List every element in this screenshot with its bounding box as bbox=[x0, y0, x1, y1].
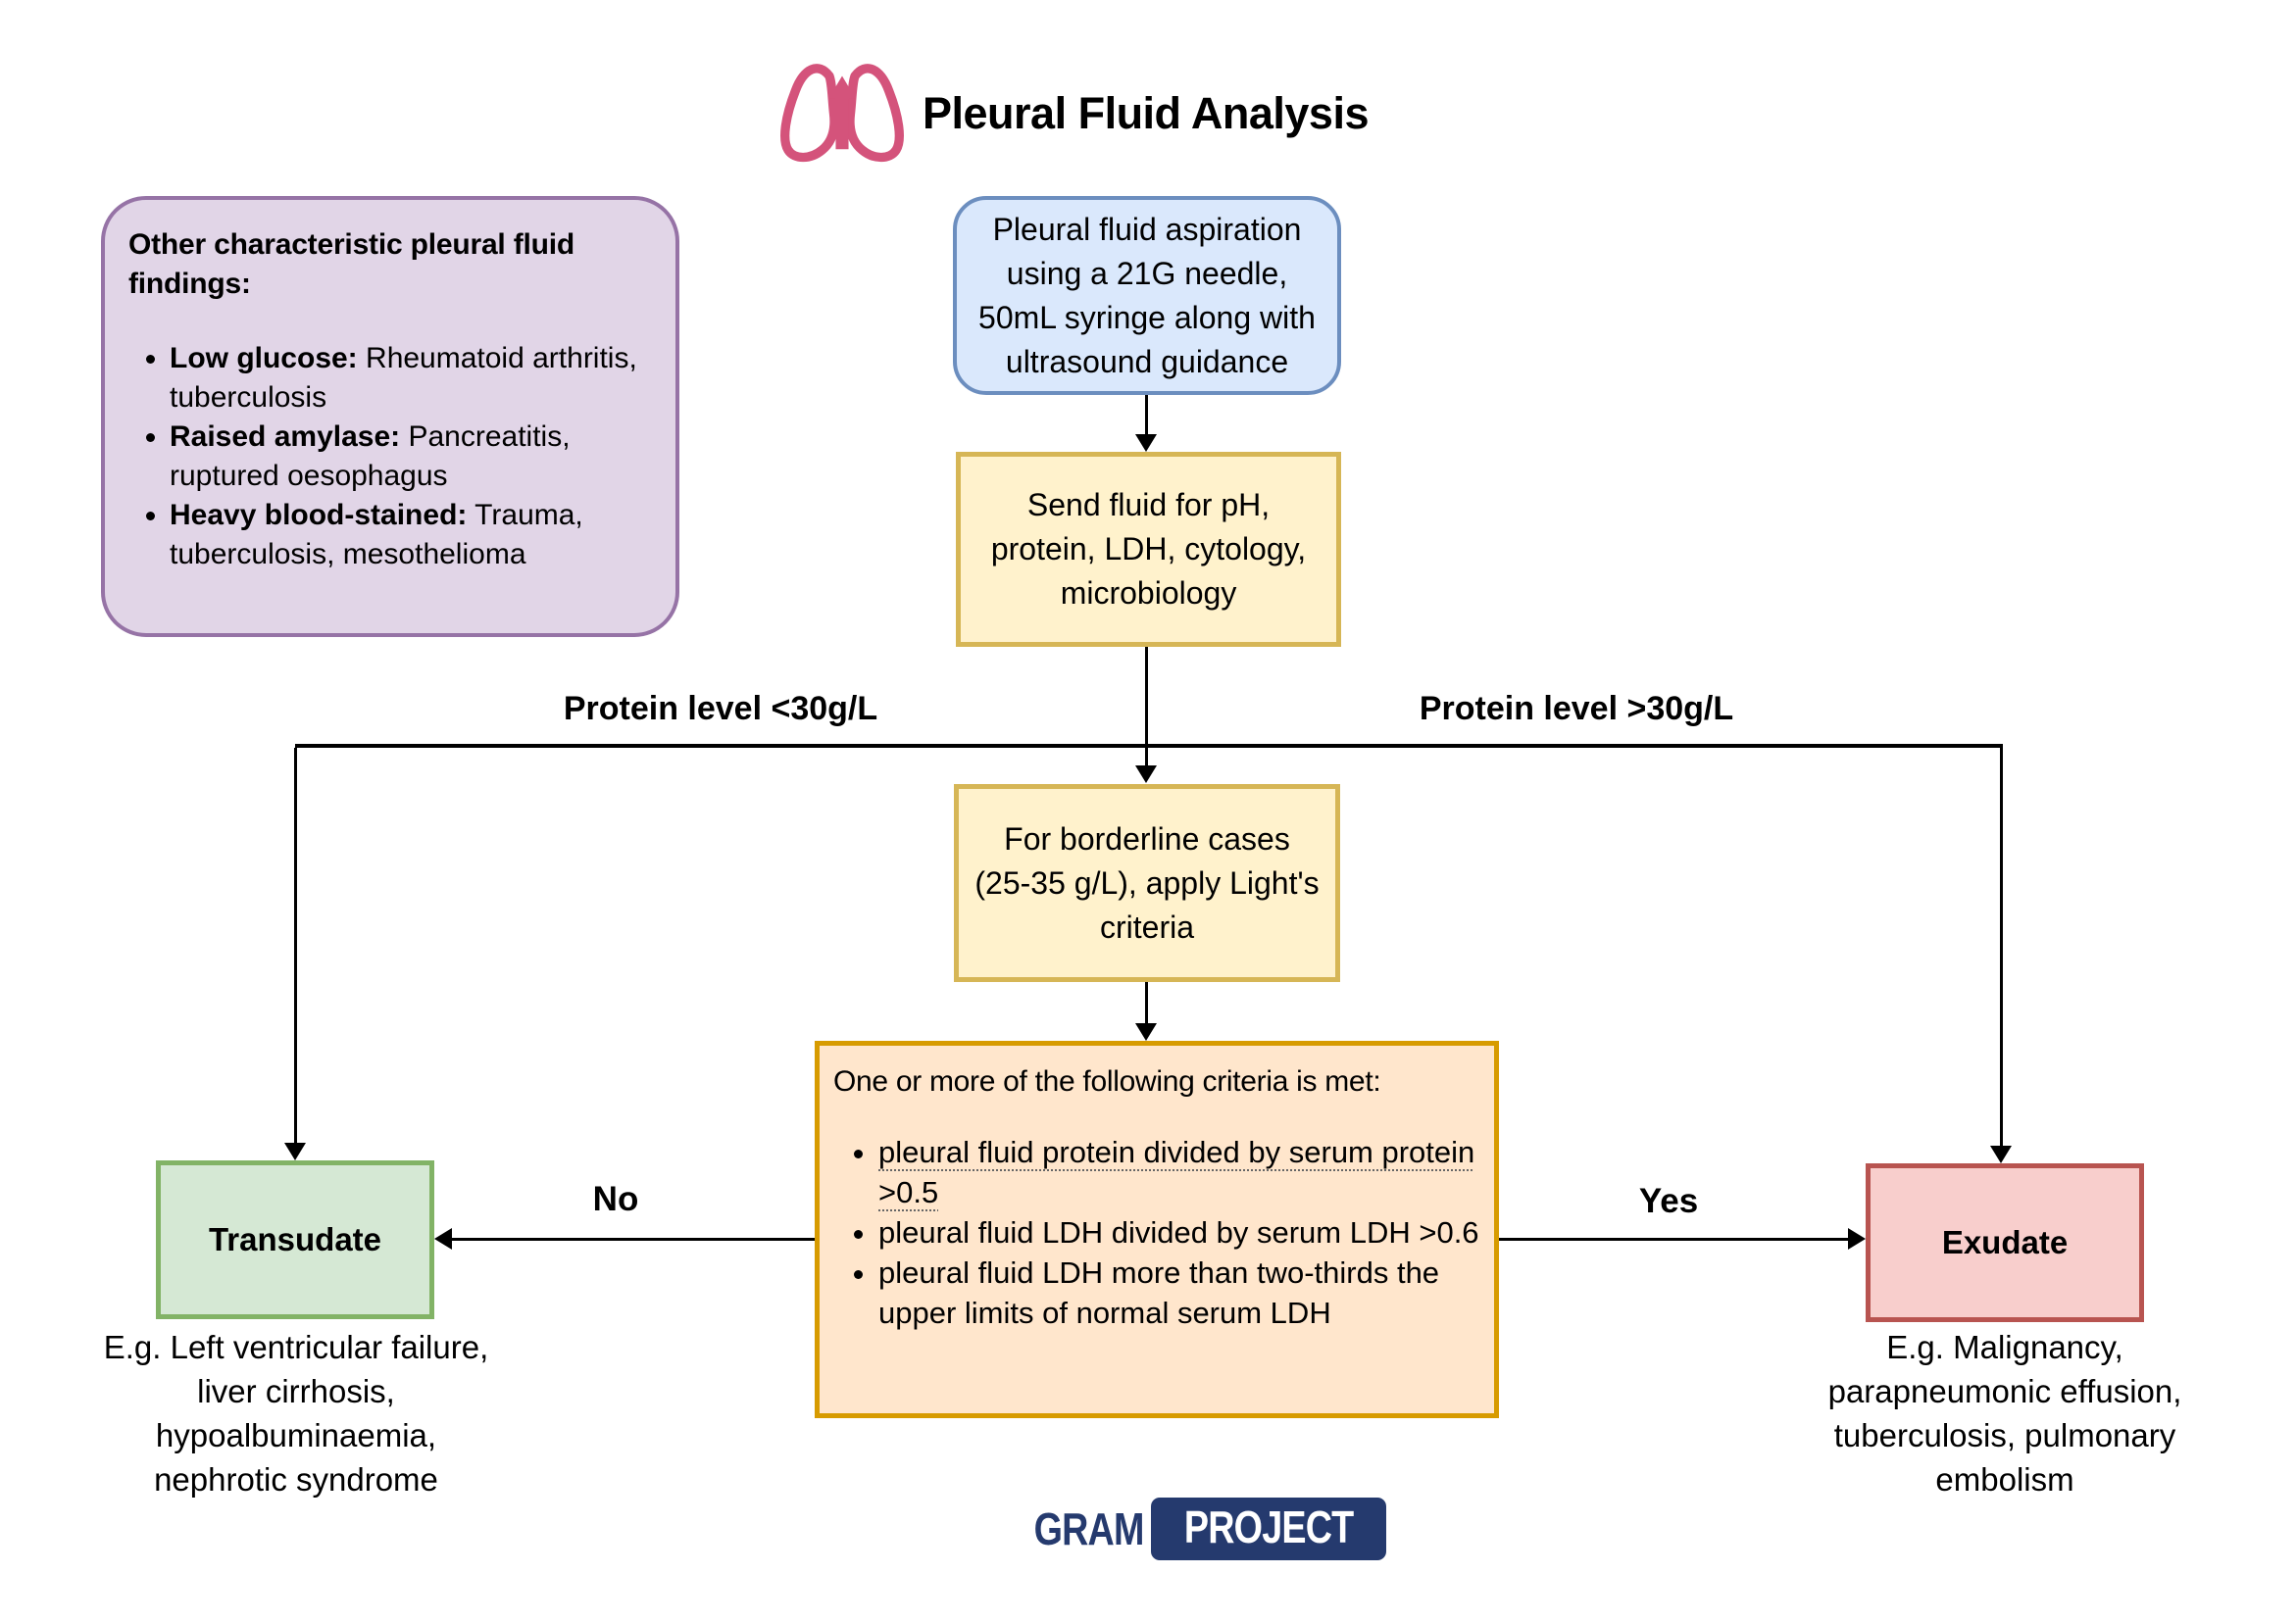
list-item: pleural fluid protein divided by serum p… bbox=[878, 1132, 1482, 1212]
list-item: pleural fluid LDH more than two-thirds t… bbox=[878, 1253, 1482, 1333]
connector-aspiration-to-sendfluid bbox=[1145, 395, 1148, 436]
arrowhead-down-icon bbox=[1135, 765, 1157, 783]
transudate-node: Transudate bbox=[156, 1160, 434, 1319]
lungs-icon bbox=[777, 56, 907, 171]
connector-branch-to-transudate bbox=[294, 748, 297, 1144]
no-label: No bbox=[592, 1180, 639, 1218]
brand-gram-text: GRAM bbox=[1033, 1503, 1145, 1554]
connector-borderline-to-criteria bbox=[1145, 982, 1148, 1024]
other-findings-heading: Other characteristic pleural fluid findi… bbox=[128, 228, 575, 300]
other-findings-box: Other characteristic pleural fluid findi… bbox=[101, 196, 679, 637]
arrowhead-down-icon bbox=[284, 1143, 306, 1160]
branch-label-protein-high: Protein level >30g/L bbox=[1419, 690, 1734, 727]
borderline-node: For borderline cases (25-35 g/L), apply … bbox=[954, 784, 1340, 982]
arrowhead-down-icon bbox=[1990, 1146, 2012, 1163]
exudate-node: Exudate bbox=[1866, 1163, 2144, 1322]
criteria-list: pleural fluid protein divided by serum p… bbox=[833, 1132, 1482, 1333]
connector-sendfluid-to-branch bbox=[1145, 647, 1148, 746]
arrowhead-down-icon bbox=[1135, 1023, 1157, 1041]
page-title: Pleural Fluid Analysis bbox=[923, 87, 1369, 138]
brand-project-text: PROJECT bbox=[1183, 1501, 1353, 1552]
list-item: Low glucose: Rheumatoid arthritis, tuber… bbox=[170, 339, 652, 418]
diagram-header: Pleural Fluid Analysis bbox=[777, 56, 1369, 171]
transudate-examples: E.g. Left ventricular failure, liver cir… bbox=[103, 1329, 489, 1498]
connector-no-to-transudate bbox=[449, 1238, 815, 1241]
lights-criteria-box: One or more of the following criteria is… bbox=[815, 1041, 1499, 1418]
connector-branch-to-borderline bbox=[1145, 748, 1148, 767]
arrowhead-down-icon bbox=[1135, 434, 1157, 452]
list-item: Heavy blood-stained: Trauma, tuberculosi… bbox=[170, 496, 652, 574]
list-item: pleural fluid LDH divided by serum LDH >… bbox=[878, 1212, 1482, 1253]
criteria-heading: One or more of the following criteria is… bbox=[833, 1065, 1381, 1098]
send-fluid-node: Send fluid for pH, protein, LDH, cytolog… bbox=[956, 452, 1341, 647]
branch-label-protein-low: Protein level <30g/L bbox=[563, 690, 878, 727]
list-item: Raised amylase: Pancreatitis, ruptured o… bbox=[170, 418, 652, 496]
branch-horizontal-line bbox=[295, 744, 2003, 748]
brand-project-pill: PROJECT bbox=[1150, 1498, 1386, 1560]
aspiration-node: Pleural fluid aspiration using a 21G nee… bbox=[953, 196, 1341, 395]
arrowhead-left-icon bbox=[434, 1228, 452, 1250]
connector-yes-to-exudate bbox=[1499, 1238, 1852, 1241]
yes-label: Yes bbox=[1638, 1182, 1699, 1220]
connector-branch-to-exudate bbox=[2000, 748, 2003, 1146]
brand-logo: GRAM PROJECT bbox=[1010, 1498, 1386, 1560]
exudate-examples: E.g. Malignancy, parapneumonic effusion,… bbox=[1827, 1329, 2182, 1498]
other-findings-list: Low glucose: Rheumatoid arthritis, tuber… bbox=[128, 339, 652, 574]
arrowhead-right-icon bbox=[1848, 1228, 1866, 1250]
